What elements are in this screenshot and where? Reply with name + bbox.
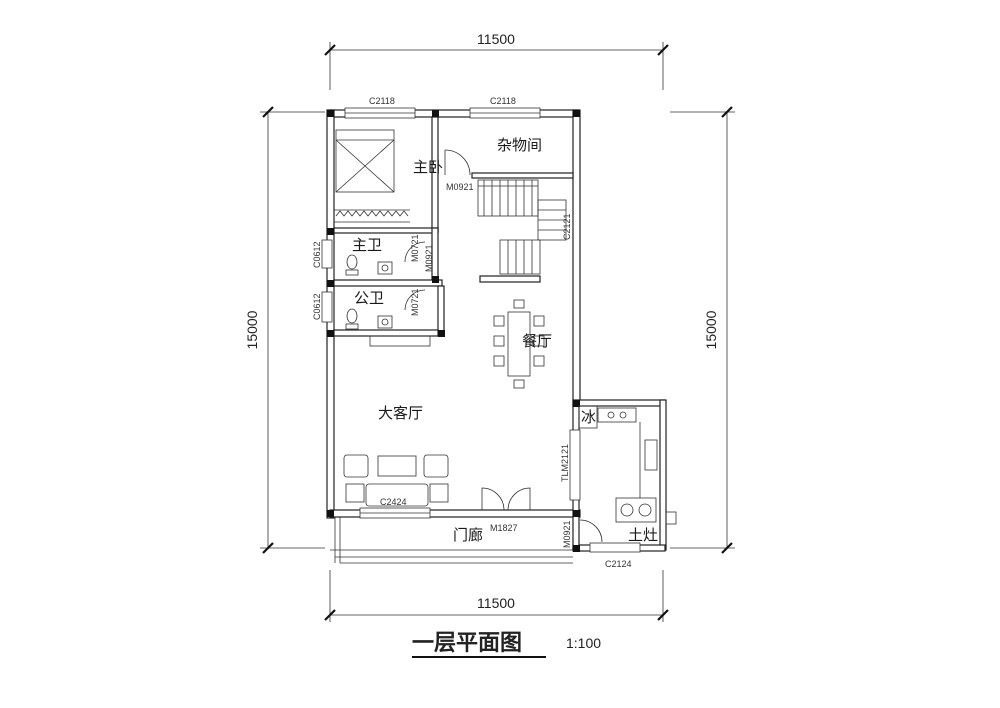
structural-columns	[327, 110, 580, 552]
main-door-icon	[481, 487, 531, 511]
drawing-scale: 1:100	[566, 635, 601, 651]
window-code-c2121: C2121	[562, 213, 572, 240]
window-code-c2124: C2124	[605, 559, 632, 569]
room-label-public-bath: 公卫	[354, 289, 384, 307]
window-code-c2118-right: C2118	[490, 96, 516, 106]
room-label-dining: 餐厅	[522, 332, 552, 350]
closet-icon	[335, 210, 409, 217]
dim-right-height: 15000	[703, 310, 719, 349]
room-label-storage: 杂物间	[497, 136, 542, 154]
tv-cabinet-icon	[369, 335, 431, 347]
door-code-tlm2121: TLM2121	[560, 444, 570, 482]
stairs-icon	[477, 179, 567, 275]
drawing-title: 一层平面图	[412, 631, 522, 656]
dim-bottom-width: 11500	[477, 595, 515, 611]
label-fridge: 冰	[581, 408, 596, 426]
door-code-m0921-kitchen: M0921	[562, 520, 572, 548]
door-swing-master-bath	[404, 241, 426, 263]
room-label-living: 大客厅	[378, 404, 423, 422]
porch-steps	[330, 517, 573, 564]
dim-top-width: 11500	[477, 31, 515, 47]
window-code-c2424: C2424	[380, 497, 407, 507]
door-swing-public-bath	[404, 289, 426, 311]
sink-icon	[377, 261, 393, 329]
window-code-c2118-left: C2118	[369, 96, 395, 106]
door-code-m0921-stair: M0921	[446, 182, 474, 192]
door-code-m0721-lower: M0721	[410, 288, 420, 316]
toilet-icon	[345, 254, 359, 330]
window-code-c0612-upper: C0612	[312, 241, 322, 268]
dim-left-height: 15000	[244, 310, 260, 349]
dimension-lines	[260, 42, 735, 622]
sofa-set-icon	[343, 454, 449, 507]
window-code-c0612-lower: C0612	[312, 293, 322, 320]
room-label-master-bedroom: 主卧	[413, 158, 443, 176]
room-label-master-bath: 主卫	[352, 236, 382, 254]
door-code-m1827: M1827	[490, 523, 518, 533]
door-swing-kitchen	[579, 519, 603, 543]
dining-table-icon	[493, 299, 545, 389]
bed-icon	[335, 129, 395, 193]
door-swing-bedroom	[444, 149, 471, 176]
kitchen-counter	[597, 407, 677, 525]
fridge-icon	[578, 405, 598, 429]
door-code-m0721-upper: M0721	[410, 234, 420, 262]
door-code-m0921-mid: M0921	[424, 244, 434, 272]
room-label-porch: 门廊	[453, 526, 483, 544]
room-label-stove: 土灶	[628, 526, 658, 544]
